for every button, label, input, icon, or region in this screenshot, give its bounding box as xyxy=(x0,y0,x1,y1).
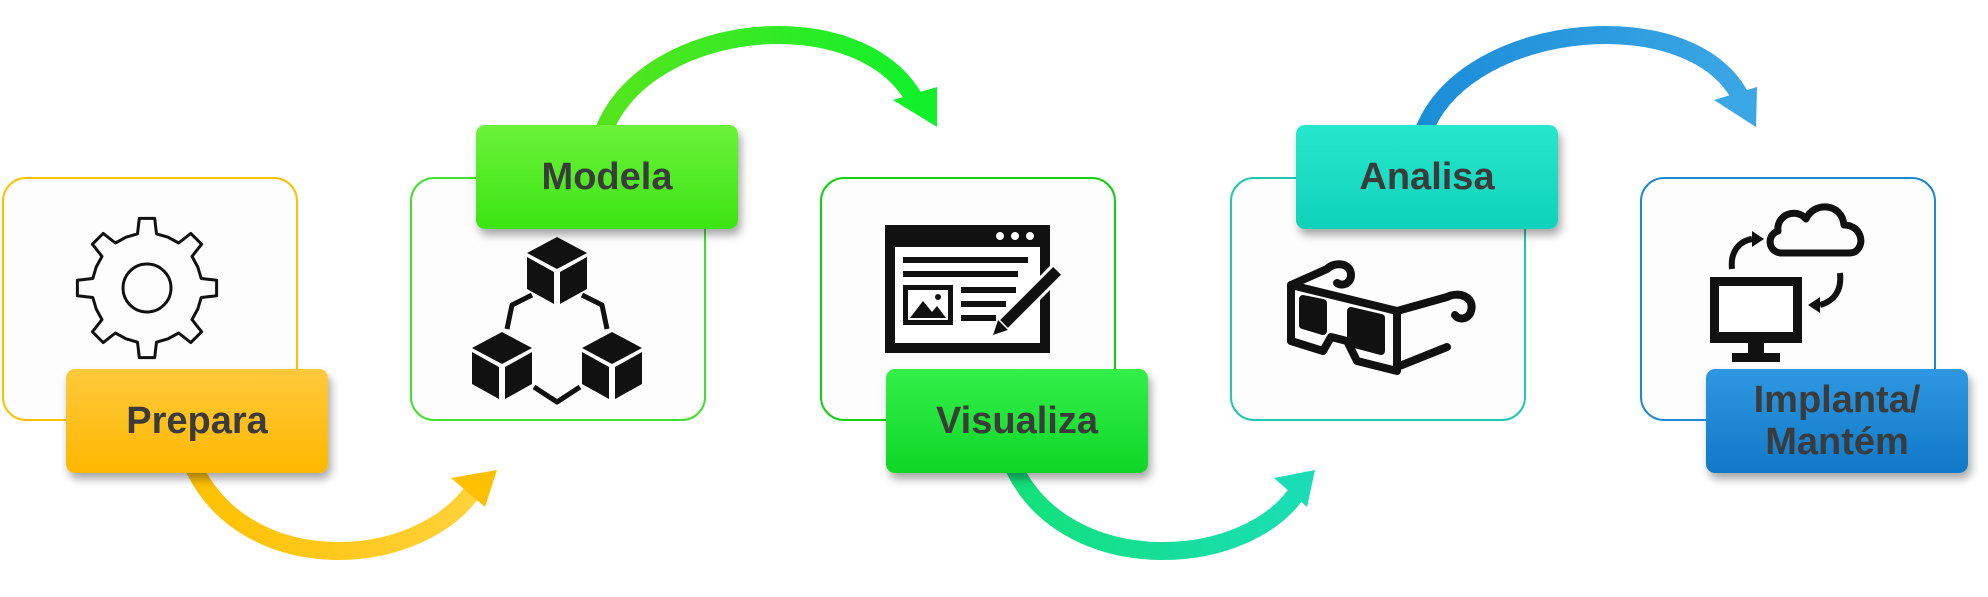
gear-icon xyxy=(75,216,219,360)
step-label-modela: Modela xyxy=(476,125,738,229)
step-label-visualiza: Visualiza xyxy=(886,369,1148,473)
step-label-implanta: Implanta/ Mantém xyxy=(1706,369,1968,473)
step-label-text: Analisa xyxy=(1359,156,1495,198)
arrow-analisa-to-implanta xyxy=(1416,26,1757,137)
step-label-line1: Implanta/ xyxy=(1753,379,1921,421)
step-label-prepara: Prepara xyxy=(66,369,328,473)
3d-glasses-icon xyxy=(1287,260,1476,375)
step-label-line2: Mantém xyxy=(1765,421,1909,463)
step-label-analisa: Analisa xyxy=(1296,125,1558,229)
arrow-prepara-to-modela xyxy=(186,461,497,560)
arrow-modela-to-visualiza xyxy=(596,26,937,137)
cloud-sync-icon xyxy=(1710,203,1865,362)
step-label-text: Visualiza xyxy=(936,400,1098,442)
cubes-icon xyxy=(472,237,642,405)
arrow-visualiza-to-analisa xyxy=(1006,461,1315,560)
browser-edit-icon xyxy=(885,225,1066,353)
step-label-text: Modela xyxy=(541,156,673,198)
step-label-text: Prepara xyxy=(126,400,268,442)
